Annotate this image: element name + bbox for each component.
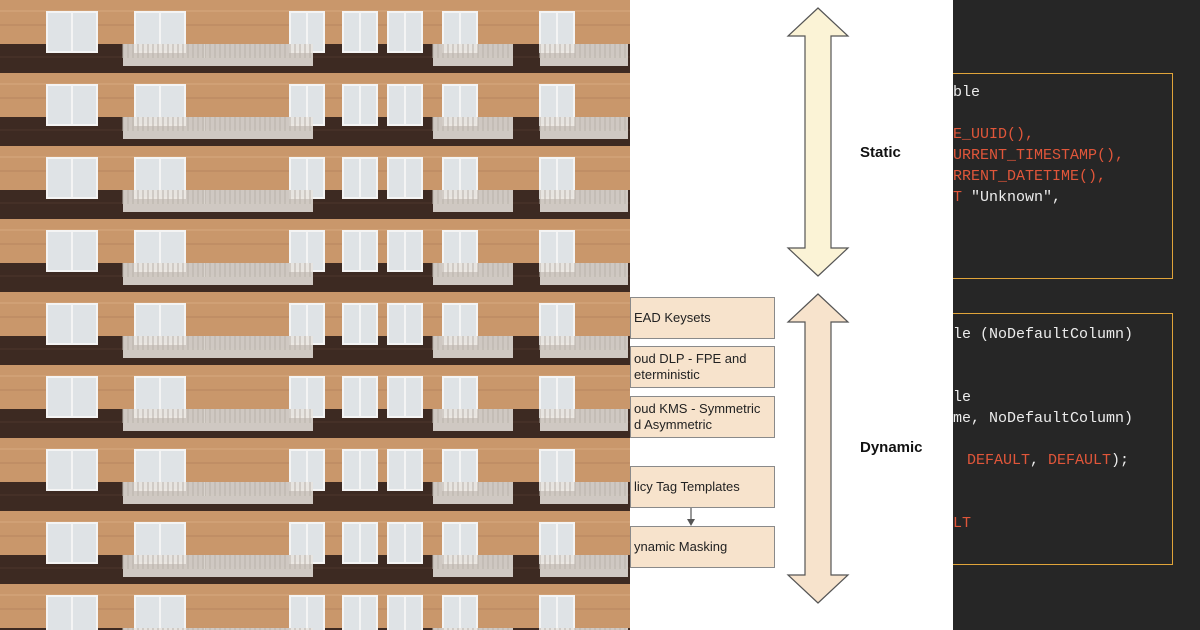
balcony-shape: [540, 482, 628, 504]
code-keyword: DEFAULT: [967, 452, 1031, 469]
code-punct: ,: [1030, 452, 1049, 469]
diagram-panel: Static Dynamic EAD Keysets oud DLP - FPE…: [630, 0, 953, 630]
box-label: oud DLP - FPE and eterministic: [634, 351, 747, 382]
box-policy-tag-templates: licy Tag Templates: [630, 466, 775, 508]
code-line: LT: [953, 515, 972, 532]
code-string: "Unknown",: [962, 189, 1062, 206]
building-photo: [0, 0, 630, 630]
box-label: ynamic Masking: [634, 539, 728, 554]
balcony-shape: [540, 190, 628, 212]
code-line: E_UUID(),: [953, 126, 1035, 143]
balcony-shape: [540, 555, 628, 577]
box-label: licy Tag Templates: [634, 479, 740, 494]
balcony-shape: [205, 117, 313, 139]
balcony-shape: [540, 117, 628, 139]
balcony-shape: [205, 555, 313, 577]
code-line: le (NoDefaultColumn): [953, 326, 1134, 343]
static-double-arrow: [786, 7, 850, 277]
balcony-shape: [205, 190, 313, 212]
balcony-shape: [205, 628, 313, 630]
connector-arrowhead: [687, 519, 695, 526]
balcony-shape: [540, 409, 628, 431]
code-line: CURRENT_TIMESTAMP(),: [953, 147, 1125, 164]
balcony-shape: [205, 409, 313, 431]
code-punct: );: [1111, 452, 1130, 469]
code-keyword: T: [953, 189, 963, 206]
code-line: le: [953, 389, 972, 406]
code-keyword: DEFAULT: [1048, 452, 1112, 469]
box-label: EAD Keysets: [634, 310, 711, 325]
code-line: ble: [953, 84, 981, 101]
static-label: Static: [860, 144, 901, 161]
arrows-graphic: [687, 7, 850, 604]
balcony-shape: [540, 336, 628, 358]
dynamic-label: Dynamic: [860, 439, 923, 456]
box-cloud-kms: oud KMS - Symmetric d Asymmetric: [630, 396, 775, 438]
code-panel: ble E_UUID(), CURRENT_TIMESTAMP(), URREN…: [953, 0, 1200, 630]
code-line: ame, NoDefaultColumn): [953, 410, 1134, 427]
balcony-shape: [540, 263, 628, 285]
balcony-shape: [540, 44, 628, 66]
box-cloud-dlp: oud DLP - FPE and eterministic: [630, 346, 775, 388]
building-facade-image: [0, 0, 630, 630]
code-line-mixed: T "Unknown",: [953, 189, 1061, 206]
code-block-1: [953, 73, 1173, 279]
balcony-shape: [205, 44, 313, 66]
box-aead-keysets: EAD Keysets: [630, 297, 775, 339]
box-dynamic-masking: ynamic Masking: [630, 526, 775, 568]
balcony-shape: [205, 482, 313, 504]
balcony-shape: [123, 628, 205, 630]
dynamic-double-arrow: [786, 293, 850, 604]
balcony-shape: [205, 263, 313, 285]
code-line: URRENT_DATETIME(),: [953, 168, 1107, 185]
balcony-shape: [205, 336, 313, 358]
balcony-shape: [540, 628, 628, 630]
code-line-mixed: DEFAULT, DEFAULT);: [967, 452, 1129, 469]
code-block-2: [953, 313, 1173, 565]
box-label: oud KMS - Symmetric d Asymmetric: [634, 401, 761, 432]
